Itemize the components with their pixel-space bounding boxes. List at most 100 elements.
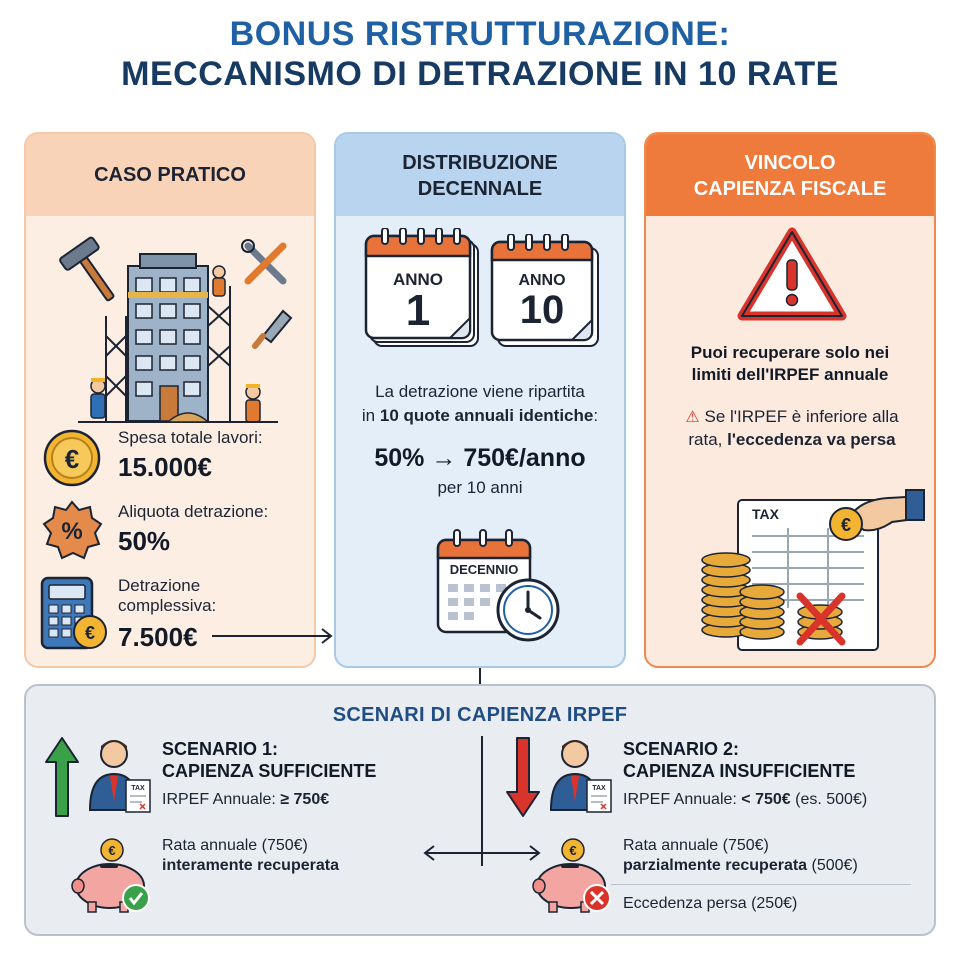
warn-text-1: Se l'IRPEF è inferiore alla bbox=[704, 407, 899, 426]
connector-line bbox=[479, 668, 481, 684]
small-warning-icon: ⚠ bbox=[685, 409, 700, 426]
calculator-icon: € bbox=[40, 576, 107, 650]
scenario-1-rata-line-1: Rata annuale (750€) bbox=[162, 837, 308, 854]
decennio-label: DECENNIO bbox=[449, 562, 519, 577]
scenario-2: TAX SCENARIO 2: CAPIENZA INSUFFICIENTE I… bbox=[483, 686, 938, 934]
vincolo-heading-line-2: CAPIENZA FISCALE bbox=[693, 178, 887, 200]
vincolo-warn-line-2: rata, l'eccedenza va persa bbox=[654, 429, 930, 451]
scenario-2-rata: Rata annuale (750€) parzialmente recuper… bbox=[623, 836, 858, 876]
scenario-1-irpef-label: IRPEF Annuale: bbox=[162, 791, 276, 808]
arrow-up-green-icon bbox=[45, 737, 79, 817]
scenario-2-eccedenza: Eccedenza persa (250€) bbox=[623, 895, 798, 912]
svg-text:TAX: TAX bbox=[592, 785, 606, 792]
detrazione-value: 7.500€ bbox=[118, 622, 198, 652]
scenario-1-irpef: IRPEF Annuale: ≥ 750€ bbox=[162, 790, 329, 810]
scenario-1-rata: Rata annuale (750€) interamente recupera… bbox=[162, 836, 339, 876]
desc-line-1: La detrazione viene ripartita bbox=[375, 382, 585, 401]
calendar-10-number: 10 bbox=[519, 288, 565, 332]
vincolo-heading-line-1: VINCOLO bbox=[744, 152, 836, 174]
warning-triangle-icon bbox=[737, 227, 847, 321]
svg-text:€: € bbox=[65, 444, 79, 474]
person-document-icon: TAX bbox=[549, 740, 612, 813]
hammer-icon bbox=[59, 236, 115, 302]
tax-label: TAX bbox=[752, 506, 779, 522]
svg-text:TAX: TAX bbox=[131, 785, 145, 792]
scenari-heading: SCENARI DI CAPIENZA IRPEF bbox=[332, 704, 628, 726]
distribuzione-panel: DISTRIBUZIONE DECENNALE ANNO 1 bbox=[334, 132, 626, 668]
svg-text:€: € bbox=[569, 843, 576, 858]
vincolo-main-text: Puoi recuperare solo nei limiti dell'IRP… bbox=[646, 342, 934, 386]
scenario-2-rata-bold: parzialmente recuperata bbox=[623, 857, 808, 874]
scenario-2-title: SCENARIO 2: CAPIENZA INSUFFICIENTE bbox=[623, 738, 855, 782]
detrazione-label-line-2: complessiva: bbox=[118, 596, 217, 615]
caso-pratico-panel: CASO PRATICO bbox=[24, 132, 316, 668]
scenario-2-rata-amount: (500€) bbox=[811, 857, 858, 874]
wrench-screwdriver-icon bbox=[241, 239, 287, 285]
caso-pratico-heading: CASO PRATICO bbox=[26, 134, 314, 216]
scenario-2-title-line-2: CAPIENZA INSUFFICIENTE bbox=[623, 761, 856, 781]
hand-icon bbox=[846, 489, 925, 532]
building-icon bbox=[127, 253, 209, 422]
desc-line-2: in 10 quote annuali identiche: bbox=[336, 404, 624, 428]
scenari-divider bbox=[481, 736, 483, 866]
percent-badge-icon: % bbox=[42, 500, 103, 560]
coin-stack-icon bbox=[701, 552, 843, 640]
worker-icon bbox=[245, 384, 261, 423]
detrazione-label: Detrazione complessiva: bbox=[118, 576, 216, 616]
vincolo-warning-text: ⚠ Se l'IRPEF è inferiore alla rata, l'ec… bbox=[654, 406, 930, 451]
vincolo-panel: VINCOLO CAPIENZA FISCALE Puoi recuperare… bbox=[644, 132, 936, 668]
distribuzione-heading-line-2: DECENNALE bbox=[417, 178, 543, 200]
vincolo-heading: VINCOLO CAPIENZA FISCALE bbox=[646, 134, 934, 216]
formula-right: 750€/anno bbox=[463, 444, 586, 472]
scenario-2-title-line-1: SCENARIO 2: bbox=[623, 739, 740, 759]
scenari-panel: SCENARI DI CAPIENZA IRPEF TAX SCENARIO 1… bbox=[24, 684, 936, 936]
person-document-icon: TAX bbox=[88, 740, 151, 813]
euro-coin-icon: € bbox=[829, 507, 863, 541]
arrow-down-red-icon bbox=[506, 737, 540, 817]
worker-icon bbox=[212, 265, 226, 297]
decennio-calendar-icon bbox=[436, 529, 560, 642]
cross-icon bbox=[796, 592, 846, 646]
warn-text-2a: rata, bbox=[688, 430, 723, 449]
svg-text:%: % bbox=[61, 518, 82, 545]
calendar-icon bbox=[490, 234, 599, 347]
aliquota-value: 50% bbox=[118, 526, 171, 556]
formula-arrow: → bbox=[431, 444, 457, 472]
scenario-1-rata-line-2: interamente recuperata bbox=[162, 856, 339, 876]
svg-text:€: € bbox=[108, 843, 115, 858]
vincolo-main-line-1: Puoi recuperare solo nei bbox=[690, 343, 890, 362]
calendar-anno-10: ANNO 10 bbox=[490, 234, 602, 350]
scenario-2-irpef-note: (es. 500€) bbox=[795, 791, 868, 808]
scenario-2-separator bbox=[611, 884, 911, 885]
spesa-value: 15.000€ bbox=[118, 452, 212, 482]
calendar-1-number: 1 bbox=[405, 286, 431, 335]
scenario-2-rata-line-1: Rata annuale (750€) bbox=[623, 837, 769, 854]
vincolo-warn-line-1: ⚠ Se l'IRPEF è inferiore alla bbox=[654, 406, 930, 429]
scenario-2-irpef-label: IRPEF Annuale: bbox=[623, 791, 737, 808]
scenario-1: TAX SCENARIO 1: CAPIENZA SUFFICIENTE IRP… bbox=[26, 686, 481, 934]
vincolo-main-line-2: limiti dell'IRPEF annuale bbox=[691, 365, 889, 384]
calendar-10-label: ANNO bbox=[518, 272, 566, 289]
euro-coin-icon: € bbox=[43, 429, 101, 487]
scenario-2-irpef: IRPEF Annuale: < 750€ (es. 500€) bbox=[623, 790, 867, 810]
tax-document-icon: € bbox=[701, 489, 925, 651]
scenario-1-rata-bold: interamente recuperata bbox=[162, 857, 339, 874]
page-title: BONUS RISTRUTTURAZIONE: MECCANISMO DI DE… bbox=[0, 14, 960, 94]
piggy-bank-cross-icon: € bbox=[532, 838, 611, 913]
trowel-icon bbox=[252, 309, 293, 349]
scenario-1-title: SCENARIO 1: CAPIENZA SUFFICIENTE bbox=[162, 738, 376, 782]
detrazione-label-line-1: Detrazione bbox=[118, 576, 201, 595]
arrow-right-icon bbox=[212, 628, 333, 644]
double-arrow-icon bbox=[423, 845, 541, 861]
formula-sub: per 10 anni bbox=[437, 478, 523, 497]
desc-colon: : bbox=[593, 406, 599, 425]
warn-text-2b: l'eccedenza va persa bbox=[727, 430, 896, 449]
calendar-1-label: ANNO bbox=[392, 270, 444, 289]
scenario-2-irpef-value: < 750€ bbox=[741, 791, 791, 808]
aliquota-label: Aliquota detrazione: bbox=[118, 502, 269, 521]
scenario-1-irpef-value: ≥ 750€ bbox=[280, 791, 330, 808]
desc-in: in bbox=[361, 406, 376, 425]
svg-text:€: € bbox=[85, 623, 95, 643]
calendar-anno-1: ANNO 1 bbox=[364, 228, 482, 350]
scenario-1-title-line-2: CAPIENZA SUFFICIENTE bbox=[162, 761, 377, 781]
